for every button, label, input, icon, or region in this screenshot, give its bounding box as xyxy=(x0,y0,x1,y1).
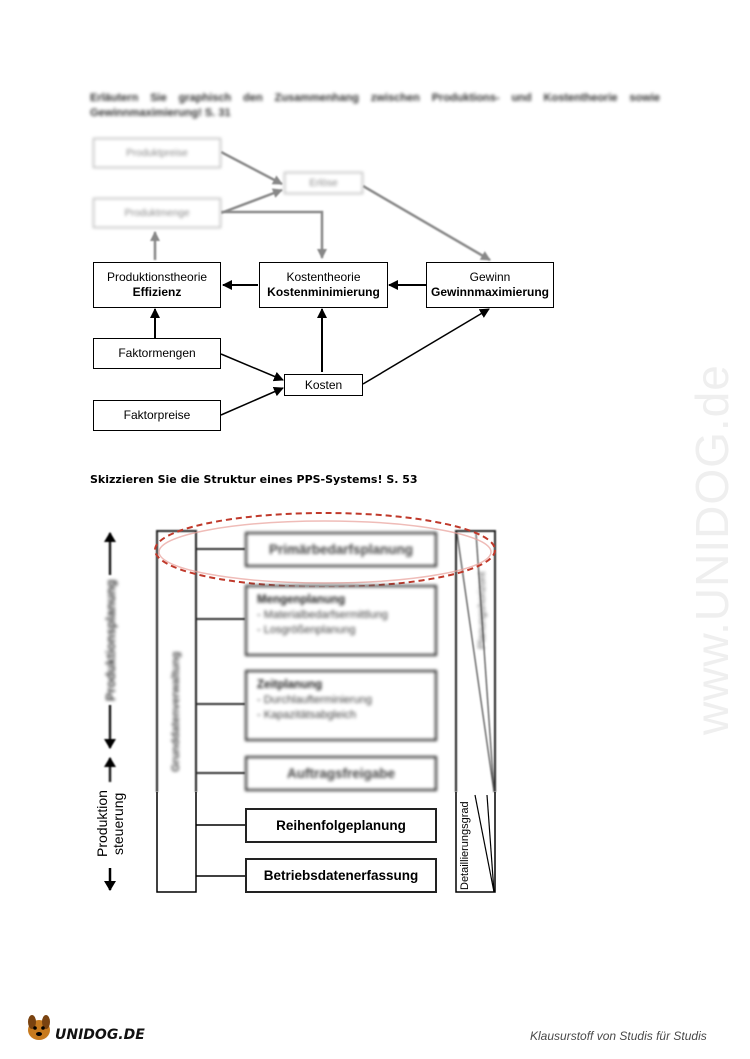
zeitplanung-item: - Kapazitätsabgleich xyxy=(257,709,357,721)
zeitplanung-title: Zeitplanung xyxy=(257,679,323,691)
produktmenge-box: Produktmenge xyxy=(93,198,221,228)
reihenfolgeplanung-box: Reihenfolgeplanung xyxy=(245,808,437,843)
faded-arrows xyxy=(150,150,491,262)
footer-tagline: Klausurstoff von Studis für Studis xyxy=(530,1029,707,1043)
grunddatenverwaltung-label: Grunddatenverwaltung xyxy=(170,651,182,773)
dog-icon: UNIDOG.DE xyxy=(28,1015,145,1043)
logo-text: UNIDOG.DE xyxy=(55,1027,145,1043)
kostentheorie-box: Kostentheorie Kostenminimierung xyxy=(259,262,388,308)
diagram1-arrows xyxy=(150,150,491,416)
kosten-box: Kosten xyxy=(284,374,363,396)
unidog-watermark: www.UNIDOG.de xyxy=(686,364,738,736)
erloese-box: Erlöse xyxy=(284,172,363,194)
unidog-logo: UNIDOG.DE xyxy=(22,1011,152,1050)
auftragsfreigabe-box: Auftragsfreigabe xyxy=(245,756,437,791)
produktionstheorie-box: Produktionstheorie Effizienz xyxy=(93,262,221,308)
mengenplanung-title: Mengenplanung xyxy=(257,594,346,606)
question-1-text: Erläutern Sie graphisch den Zusammenhang… xyxy=(90,92,660,119)
mengenplanung-item: - Materialbedarfsermittlung xyxy=(257,609,388,621)
faktormengen-box: Faktormengen xyxy=(93,338,221,369)
produktionssteuerung-label: Produktion steuerung xyxy=(94,790,126,858)
primaerbedarfsplanung-box: Primärbedarfsplanung xyxy=(245,532,437,567)
produktpreise-box: Produktpreise xyxy=(93,138,221,168)
mengenplanung-box: Mengenplanung - Materialbedarfsermittlun… xyxy=(245,585,437,656)
question-2-text: Skizzieren Sie die Struktur eines PPS-Sy… xyxy=(90,473,418,486)
faktorpreise-box: Faktorpreise xyxy=(93,400,221,431)
zeitplanung-box: Zeitplanung - Durchlaufterminierung - Ka… xyxy=(245,670,437,741)
zeitplanung-item: - Durchlaufterminierung xyxy=(257,694,372,706)
planungshorizont-label: Planungshorizont xyxy=(477,571,488,649)
watermark-text: www.UNIDOG.de xyxy=(686,364,738,736)
betriebsdatenerfassung-box: Betriebsdatenerfassung xyxy=(245,858,437,893)
mengenplanung-item: - Losgrößenplanung xyxy=(257,624,356,636)
produktionsplanung-label: Produktionsplanung xyxy=(104,579,118,701)
detaillierungsgrad-label: Detaillierungsgrad xyxy=(459,801,471,890)
gewinn-box: Gewinn Gewinnmaximierung xyxy=(426,262,554,308)
